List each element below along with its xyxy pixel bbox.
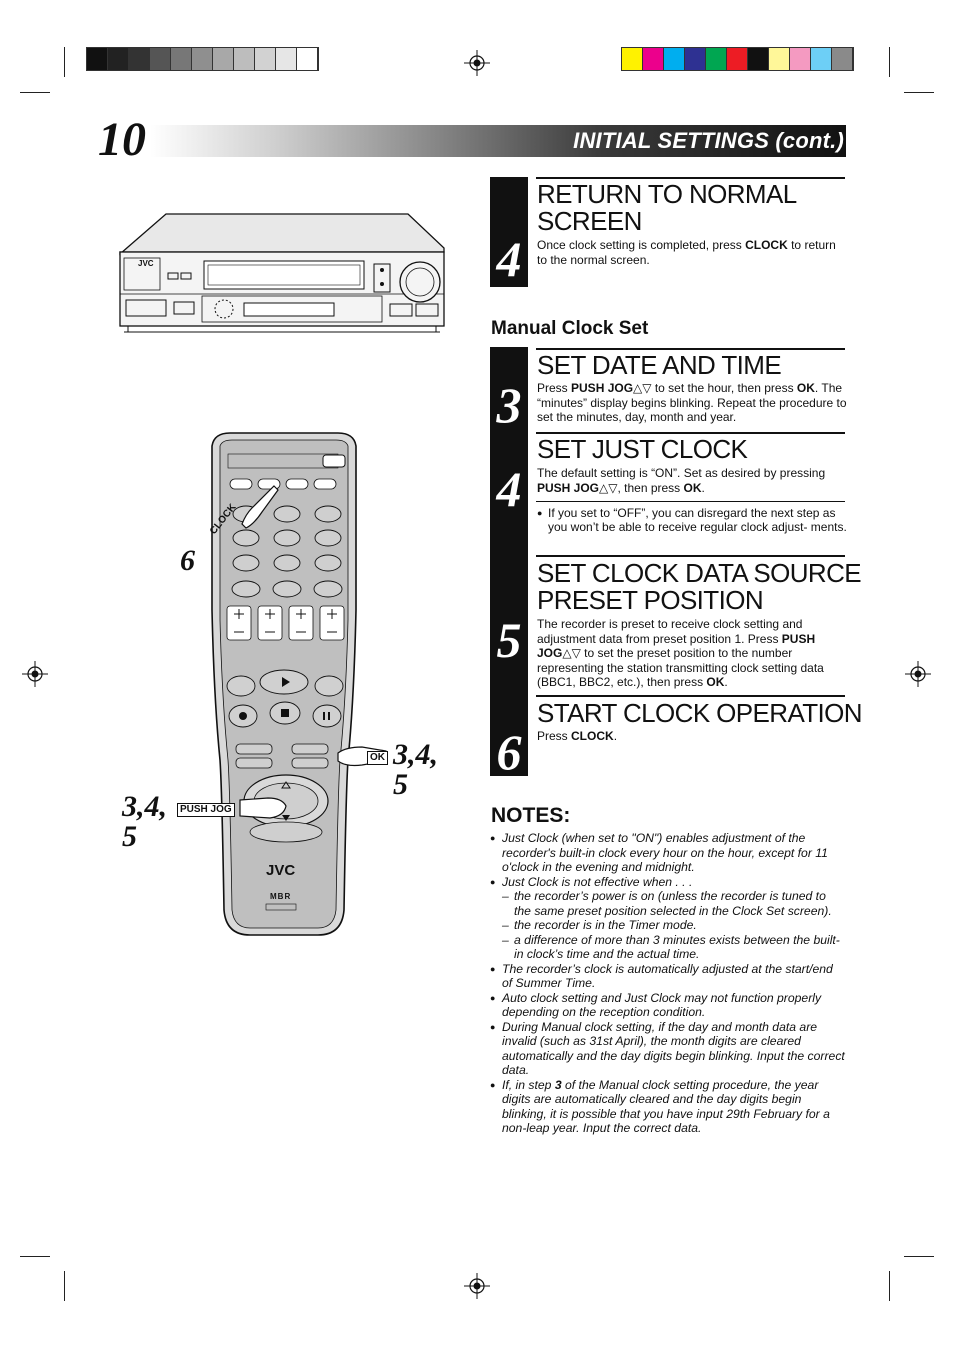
color-swatch xyxy=(685,48,706,70)
note-subitem: the recorder’s power is on (unless the r… xyxy=(490,889,846,918)
remote-mbr-logo: MBR xyxy=(270,892,292,901)
color-swatch xyxy=(643,48,664,70)
push-jog-label: PUSH JOG xyxy=(177,803,235,817)
color-swatch xyxy=(276,48,297,70)
note-subitem: the recorder is in the Timer mode. xyxy=(490,918,846,933)
color-swatch xyxy=(234,48,255,70)
crop-mark xyxy=(20,92,50,93)
crop-mark xyxy=(64,47,65,77)
crop-mark xyxy=(64,1271,65,1301)
step-number-badge: 3 4 5 6 xyxy=(490,347,528,780)
hand-pointer-icon xyxy=(241,485,279,529)
registration-mark-icon xyxy=(464,50,490,76)
note-item: During Manual clock setting, if the day … xyxy=(490,1020,846,1078)
color-swatch xyxy=(832,48,853,70)
color-swatch xyxy=(790,48,811,70)
color-swatch xyxy=(664,48,685,70)
ok-label: OK xyxy=(367,751,388,765)
color-swatch xyxy=(129,48,150,70)
step-rule xyxy=(536,555,845,557)
page-number: 10 xyxy=(98,113,146,166)
gray-color-bar xyxy=(86,47,319,71)
note-subitem: a difference of more than 3 minutes exis… xyxy=(490,933,846,962)
step-number-badge: 4 xyxy=(490,177,528,287)
remote-brand-logo: JVC xyxy=(266,862,296,879)
crop-mark xyxy=(904,92,934,93)
process-color-bar xyxy=(621,47,854,71)
section-title: INITIAL SETTINGS (cont.) xyxy=(573,128,844,153)
registration-mark-icon xyxy=(22,661,48,687)
color-swatch xyxy=(192,48,213,70)
step-rule xyxy=(536,177,845,179)
bullet-note: ●If you set to “OFF”, you can disregard … xyxy=(537,506,847,535)
color-swatch xyxy=(150,48,171,70)
color-swatch xyxy=(87,48,108,70)
color-swatch xyxy=(171,48,192,70)
step-text: Once clock setting is completed, press C… xyxy=(537,238,836,267)
notes-heading: NOTES: xyxy=(491,804,571,827)
color-swatch xyxy=(622,48,643,70)
step-text: Press CLOCK. xyxy=(537,729,618,743)
vcr-illustration xyxy=(119,213,445,333)
note-item: Just Clock is not effective when . . . xyxy=(490,875,846,890)
crop-mark xyxy=(20,1256,50,1257)
color-swatch xyxy=(706,48,727,70)
callout-steps-jog: 3,4,5 xyxy=(122,790,167,853)
step-text: Press PUSH JOG△▽ to set the hour, then p… xyxy=(537,381,847,425)
color-swatch xyxy=(255,48,276,70)
notes-list: Just Clock (when set to "ON") enables ad… xyxy=(490,831,846,1136)
crop-mark xyxy=(904,1256,934,1257)
callout-steps-ok: 3,4,5 xyxy=(393,738,438,801)
step-rule xyxy=(536,432,845,434)
vcr-brand-logo: JVC xyxy=(138,259,154,268)
subheading: Manual Clock Set xyxy=(491,318,649,339)
step-text: The recorder is preset to receive clock … xyxy=(537,617,824,690)
crop-mark xyxy=(889,47,890,77)
step-title: SET JUST CLOCK xyxy=(537,434,748,464)
note-item: Just Clock (when set to "ON") enables ad… xyxy=(490,831,846,875)
step-title: SET DATE AND TIME xyxy=(537,350,782,380)
header-band xyxy=(150,125,846,157)
divider xyxy=(536,501,845,502)
hand-pointer-icon xyxy=(239,797,287,819)
color-swatch xyxy=(108,48,129,70)
step-title: START CLOCK OPERATION xyxy=(537,698,863,728)
color-swatch xyxy=(769,48,790,70)
registration-mark-icon xyxy=(464,1273,490,1299)
step-rule xyxy=(536,348,845,350)
crop-mark xyxy=(889,1271,890,1301)
note-item: Auto clock setting and Just Clock may no… xyxy=(490,991,846,1020)
note-item: The recorder’s clock is automatically ad… xyxy=(490,962,846,991)
color-swatch xyxy=(297,48,318,70)
step-rule xyxy=(536,695,845,697)
color-swatch xyxy=(811,48,832,70)
registration-mark-icon xyxy=(905,661,931,687)
color-swatch xyxy=(213,48,234,70)
color-swatch xyxy=(727,48,748,70)
color-swatch xyxy=(748,48,769,70)
step-text: The default setting is “ON”. Set as desi… xyxy=(537,466,826,495)
note-item: If, in step 3 of the Manual clock settin… xyxy=(490,1078,846,1136)
callout-step-6: 6 xyxy=(180,544,195,577)
